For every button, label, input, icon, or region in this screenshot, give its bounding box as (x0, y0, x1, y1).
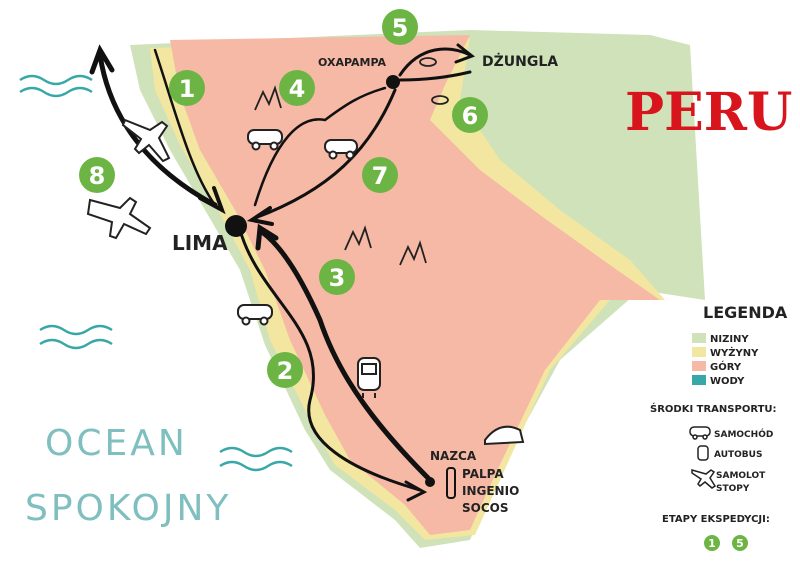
legend-label-water: WODY (710, 376, 745, 387)
stage-badge: 8 (79, 157, 115, 193)
legend-transport-plane: SAMOLOT (716, 471, 766, 481)
stage-badge: 4 (279, 70, 315, 106)
palpa-marker (446, 467, 456, 499)
legend-transport-car: SAMOCHÓD (714, 428, 773, 440)
ocean-label-line1: OCEAN (45, 423, 188, 464)
route-stage-2 (238, 228, 422, 492)
stage-badge: 6 (452, 97, 488, 133)
stage-badge: 3 (319, 259, 355, 295)
car-icon (484, 425, 525, 446)
svg-text:4: 4 (289, 75, 306, 103)
car-icon (247, 129, 283, 151)
legend-stages-title: ETAPY EKSPEDYCJI: (662, 514, 770, 525)
svg-text:6: 6 (462, 102, 479, 130)
svg-text:8: 8 (89, 162, 106, 190)
city-label-lima: LIMA (172, 231, 228, 255)
car-icon (237, 304, 273, 326)
legend-label-lowlands: NIZINY (710, 334, 749, 345)
stage-badges: 1 2 3 4 5 6 7 8 (79, 9, 488, 388)
legend-transport-bus: AUTOBUS (714, 450, 762, 460)
stage-badge: 1 (169, 70, 205, 106)
route-stage-6 (398, 70, 472, 82)
svg-text:5: 5 (392, 14, 409, 42)
svg-text:1: 1 (179, 75, 196, 103)
city-label-socos: SOCOS (462, 501, 509, 515)
route-stage-3 (259, 229, 433, 483)
legend-title: LEGENDA (703, 303, 788, 322)
country-label: PERU (625, 82, 792, 143)
legend-label-uplands: WYŻYNY (710, 345, 759, 359)
footprints-icon (419, 57, 449, 105)
bus-icon (357, 357, 381, 398)
svg-text:2: 2 (277, 357, 294, 385)
oxapampa-marker (386, 75, 400, 89)
wave-icon (19, 74, 93, 98)
mountain-icon (254, 85, 427, 266)
legend-swatch-mountains (692, 361, 706, 371)
stage-badge: 1 (704, 535, 720, 551)
city-label-ingenio: INGENIO (462, 484, 519, 498)
ocean-label-line2: SPOKOJNY (25, 488, 231, 529)
stage-badge: 2 (267, 352, 303, 388)
lima-marker (225, 215, 247, 237)
svg-text:5: 5 (736, 537, 744, 550)
car-icon (689, 426, 711, 440)
city-label-oxapampa: OXAPAMPA (318, 56, 387, 69)
city-label-palpa: PALPA (462, 467, 504, 481)
route-stage-8 (97, 52, 218, 208)
nazca-marker (425, 477, 435, 487)
legend-transport-title: ŚRODKI TRANSPORTU: (650, 402, 777, 415)
city-label-dzungla: DŻUNGLA (482, 53, 558, 70)
stage-badge: 5 (382, 9, 418, 45)
legend-swatch-uplands (692, 347, 706, 357)
plane-icon (691, 469, 717, 489)
car-icon (324, 139, 358, 160)
stage-badge: 5 (732, 535, 748, 551)
legend-swatch-lowlands (692, 333, 706, 343)
stage-badge: 7 (362, 157, 398, 193)
bus-icon (697, 445, 709, 461)
svg-text:1: 1 (708, 537, 716, 550)
route-stage-7 (253, 88, 397, 220)
legend-swatch-water (692, 375, 706, 385)
route-stage-4 (253, 86, 387, 207)
svg-text:7: 7 (372, 162, 389, 190)
wave-icon (219, 446, 293, 472)
wave-icon (39, 324, 113, 350)
city-label-nazca: NAZCA (430, 449, 477, 463)
legend-transport-feet: STOPY (716, 484, 750, 494)
legend-label-mountains: GÓRY (710, 360, 742, 373)
legend: LEGENDA NIZINY WYŻYNY GÓRY WODY ŚRODKI T… (650, 303, 788, 551)
plane-icon (121, 118, 171, 163)
route-stage-5 (398, 47, 472, 77)
svg-text:3: 3 (329, 264, 346, 292)
mountains-region (170, 35, 660, 535)
route-lines (89, 43, 476, 502)
route-stage-1 (153, 48, 217, 207)
plane-icon (86, 196, 152, 240)
